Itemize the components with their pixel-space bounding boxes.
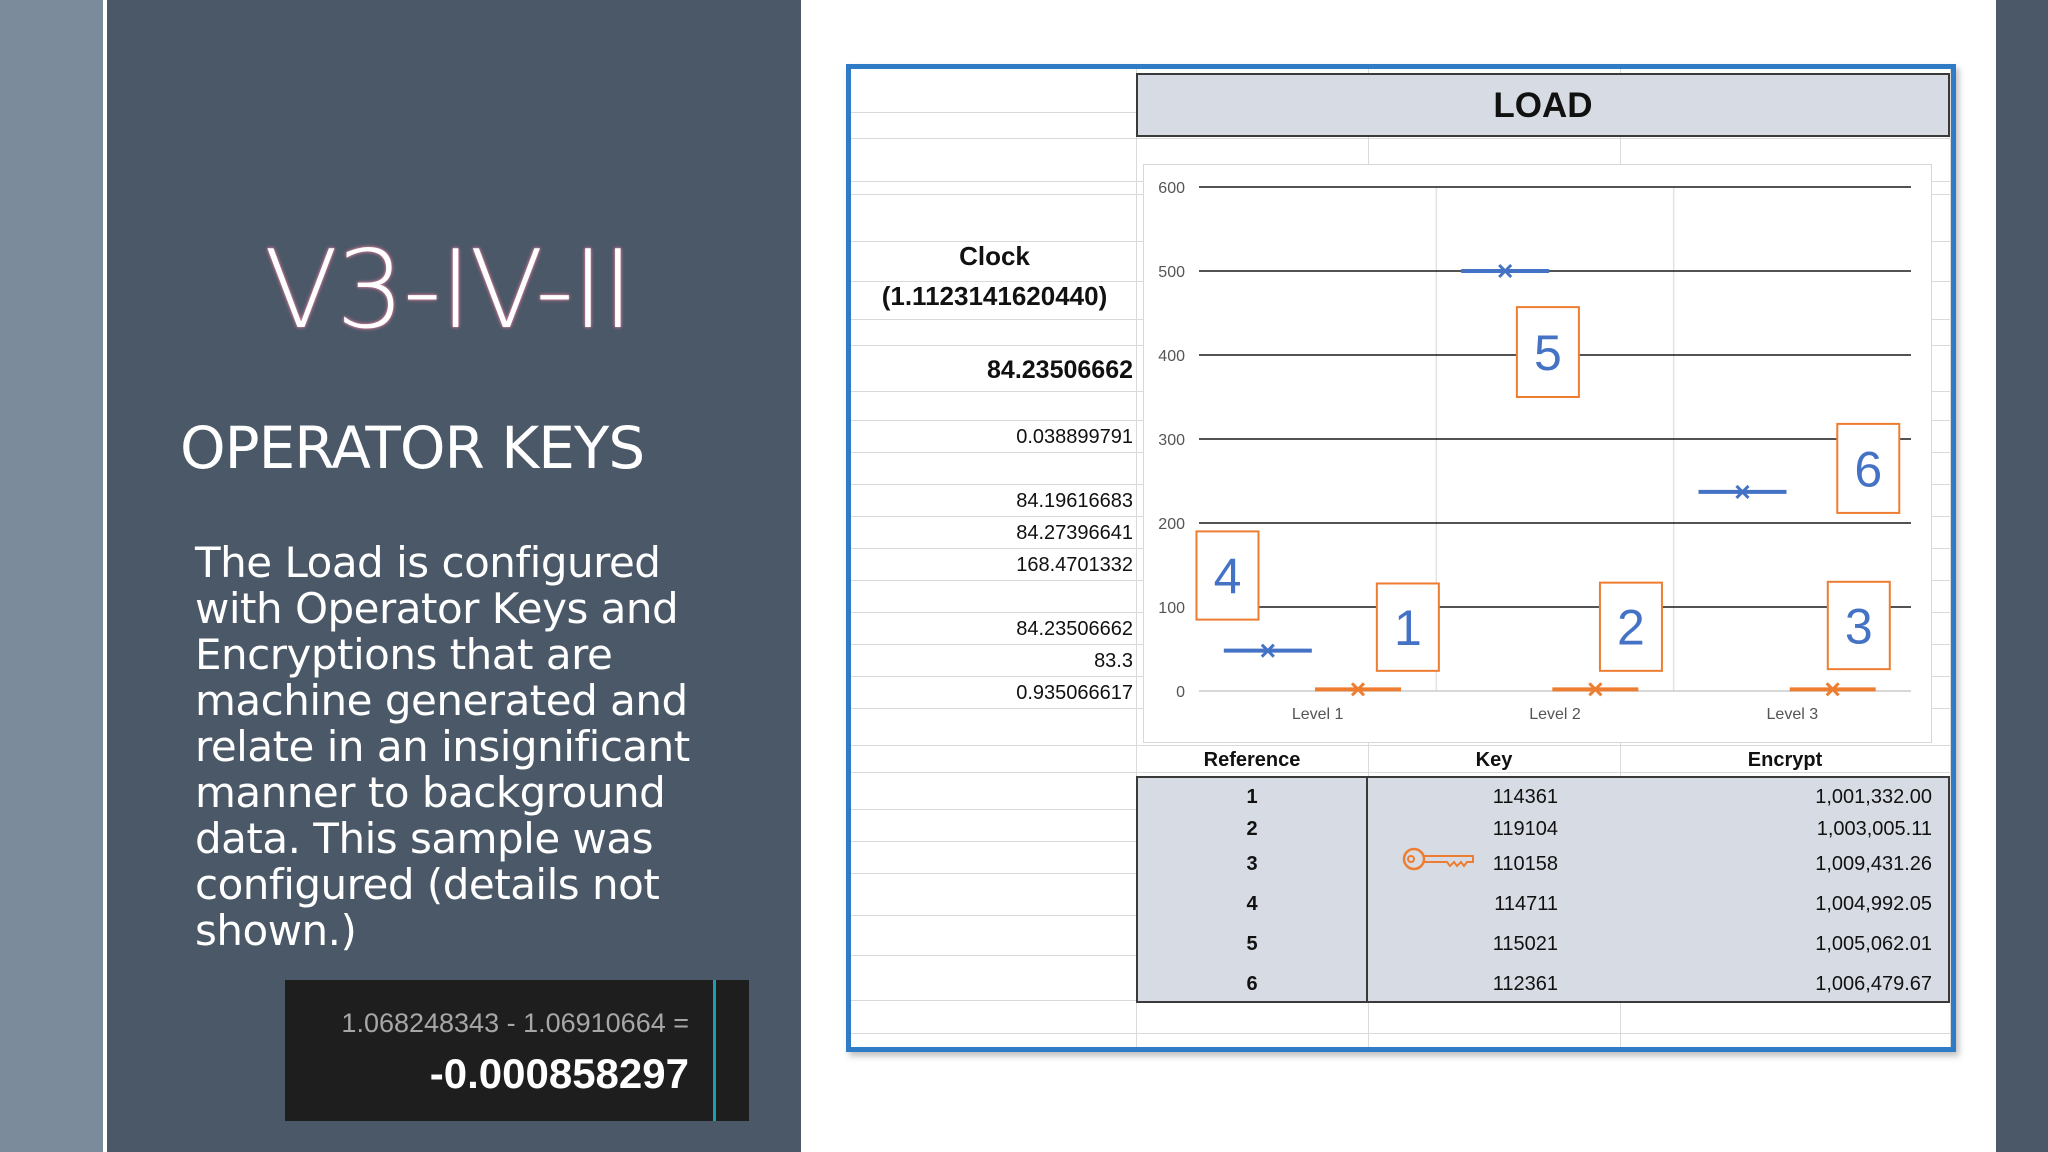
annotation-label: 1 <box>1394 600 1422 656</box>
annotation-label: 5 <box>1534 325 1562 381</box>
series-marker <box>1735 484 1750 499</box>
spreadsheet-frame: LOAD Clock (1.1123141620440) 84.23506662… <box>846 64 1956 1052</box>
sheet-gridline <box>851 772 1951 773</box>
slide-title: V3-IV-II <box>264 228 634 353</box>
sheet-gridline <box>1950 69 1951 1047</box>
annotation-label: 2 <box>1617 600 1645 656</box>
y-tick-label: 500 <box>1158 264 1185 281</box>
table-row-ref: 5 <box>1246 933 1258 955</box>
series-marker <box>1260 643 1275 658</box>
primary-value: 84.23506662 <box>987 356 1133 384</box>
table-row-encrypt: 1,005,062.01 <box>1815 933 1932 955</box>
annotation-box <box>1515 306 1580 398</box>
value-cell: 168.4701332 <box>1016 554 1133 576</box>
table-row-ref: 3 <box>1246 853 1258 875</box>
left-divider <box>103 0 107 1152</box>
key-encrypt-box <box>1366 776 1950 1003</box>
series-marker <box>1498 263 1513 279</box>
table-row-ref: 2 <box>1246 818 1258 840</box>
value-cell: 84.19616683 <box>1016 490 1133 512</box>
table-row-key: 119104 <box>1492 818 1558 840</box>
y-tick-label: 0 <box>1176 684 1185 701</box>
x-tick-label: Level 3 <box>1767 706 1819 723</box>
calculator-result: -0.000858297 <box>429 1050 689 1097</box>
annotation-box <box>1826 580 1891 671</box>
annotation-label: 6 <box>1854 441 1882 497</box>
table-row-ref: 4 <box>1246 893 1258 915</box>
table-row-encrypt: 1,009,431.26 <box>1815 853 1932 875</box>
annotation-box <box>1836 422 1901 514</box>
load-header: LOAD <box>1136 73 1950 137</box>
y-tick-label: 400 <box>1158 348 1185 365</box>
title-panel <box>107 0 801 1152</box>
table-row-encrypt: 1,006,479.67 <box>1815 973 1932 995</box>
sheet-gridline <box>851 1033 1951 1034</box>
header-reference: Reference <box>1203 749 1301 771</box>
table-row-key: 114361 <box>1492 786 1558 808</box>
calculator-accent-bar <box>713 980 716 1121</box>
value-cell: 84.27396641 <box>1016 522 1133 544</box>
clock-label: Clock <box>959 241 1030 271</box>
header-encrypt: Encrypt <box>1747 749 1823 771</box>
table-row-encrypt: 1,001,332.00 <box>1815 786 1932 808</box>
key-icon <box>1402 847 1474 871</box>
clock-value: (1.1123141620440) <box>881 281 1108 311</box>
sheet-gridline <box>851 745 1951 746</box>
table-row-key: 112361 <box>1492 973 1558 995</box>
annotation-box <box>1598 581 1663 672</box>
table-row-encrypt: 1,004,992.05 <box>1815 893 1932 915</box>
slide-body: The Load is configured with Operator Key… <box>195 538 690 955</box>
calculator-expression: 1.068248343 - 1.06910664 = <box>341 1008 689 1038</box>
table-row-encrypt: 1,003,005.11 <box>1816 818 1932 840</box>
table-row-ref: 1 <box>1246 786 1258 808</box>
value-cell: 83.3 <box>1094 650 1133 672</box>
annotation-label: 3 <box>1845 598 1873 654</box>
annotation-box <box>1195 530 1260 621</box>
table-row-key: 115021 <box>1492 933 1558 955</box>
reference-column-box <box>1136 776 1368 1003</box>
x-tick-label: Level 2 <box>1529 706 1581 723</box>
series-marker <box>1350 682 1366 697</box>
left-strip <box>0 0 103 1152</box>
slide-subtitle: OPERATOR KEYS <box>180 414 645 482</box>
sheet-gridline <box>851 138 1951 139</box>
table-row-key: 110158 <box>1492 853 1558 875</box>
series-marker <box>1588 682 1603 697</box>
table-row-ref: 6 <box>1246 973 1258 995</box>
value-cell: 0.038899791 <box>1016 426 1133 448</box>
series-marker <box>1825 682 1840 697</box>
value-cell: 84.23506662 <box>1016 618 1133 640</box>
value-cell: 0.935066617 <box>1016 682 1133 704</box>
annotation-label: 4 <box>1214 549 1242 605</box>
y-tick-label: 200 <box>1158 516 1185 533</box>
x-tick-label: Level 1 <box>1292 706 1344 723</box>
header-key: Key <box>1475 749 1513 771</box>
annotation-box <box>1375 582 1440 672</box>
sheet-gridline <box>1136 69 1137 1047</box>
calculator-display: 1.068248343 - 1.06910664 = -0.000858297 <box>285 980 749 1121</box>
table-row-key: 114711 <box>1494 893 1558 915</box>
y-tick-label: 300 <box>1158 432 1185 449</box>
y-tick-label: 600 <box>1158 180 1185 197</box>
y-tick-label: 100 <box>1158 600 1185 617</box>
right-strip <box>1996 0 2048 1152</box>
